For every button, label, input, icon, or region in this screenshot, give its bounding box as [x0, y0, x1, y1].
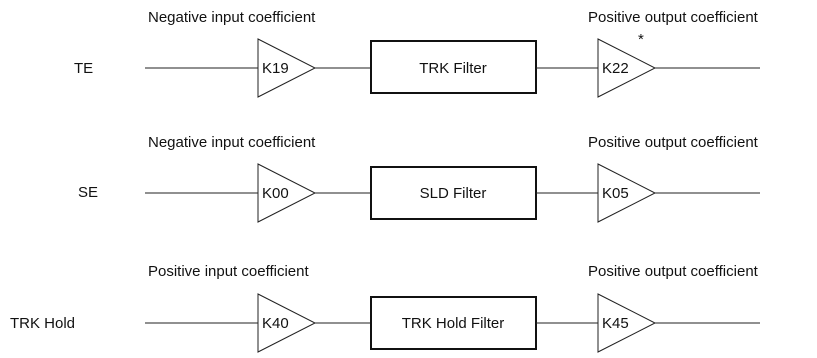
filter-label: TRK Hold Filter: [402, 315, 505, 332]
filter-label: SLD Filter: [420, 185, 487, 202]
output-coefficient-label: Positive output coefficient: [588, 134, 759, 151]
asterisk-note: *: [638, 31, 644, 48]
filter-box: [370, 166, 537, 220]
row-label: TE: [74, 60, 93, 77]
output-coefficient-label: Positive output coefficient: [588, 9, 759, 26]
row-label: SE: [78, 184, 98, 201]
output-coefficient-label: Positive output coefficient: [588, 263, 759, 280]
input-coefficient-label: Negative input coefficient: [148, 134, 316, 151]
filter-box: [370, 296, 537, 350]
input-coefficient-label: Negative input coefficient: [148, 9, 316, 26]
output-gain-label: K45: [602, 315, 629, 332]
filter-label: TRK Filter: [419, 60, 487, 77]
output-gain-label: K22: [602, 60, 629, 77]
output-gain-triangle: [597, 38, 657, 98]
input-gain-triangle: [257, 163, 317, 223]
row-label: TRK Hold: [10, 315, 75, 332]
filter-box: [370, 40, 537, 94]
input-gain-label: K40: [262, 315, 289, 332]
input-coefficient-label: Positive input coefficient: [148, 263, 309, 280]
input-gain-triangle: [257, 293, 317, 353]
row-se: Negative input coefficient Positive outp…: [78, 134, 760, 223]
input-gain-label: K00: [262, 185, 289, 202]
input-gain-triangle: [257, 38, 317, 98]
output-gain-label: K05: [602, 185, 629, 202]
output-gain-triangle: [597, 293, 657, 353]
output-gain-triangle: [597, 163, 657, 223]
row-te: Negative input coefficient Positive outp…: [74, 9, 760, 98]
row-trk-hold: Positive input coefficient Positive outp…: [10, 263, 760, 353]
input-gain-label: K19: [262, 60, 289, 77]
